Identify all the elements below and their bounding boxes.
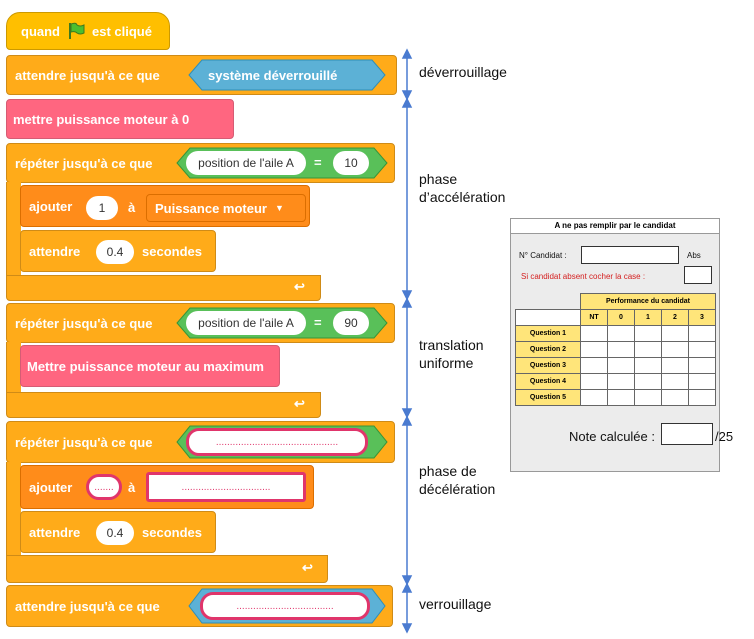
green-flag-icon	[67, 22, 85, 40]
target-value-1[interactable]: 10	[333, 151, 369, 175]
note-max: /25	[715, 429, 734, 444]
repeat-3-wall	[6, 462, 21, 558]
col-header: NT	[580, 309, 608, 326]
wing-position-reporter-2[interactable]: position de l'aile A	[186, 311, 306, 335]
loop-arrow-icon: ↩	[302, 560, 313, 575]
col-header: 2	[661, 309, 689, 326]
phase-label-deceleration: phase de décélération	[419, 463, 496, 497]
to-label-1: à	[128, 200, 136, 215]
blank-lock-slot[interactable]: ...................................	[200, 592, 370, 620]
wait-until-label: attendre jusqu'à ce que	[15, 67, 160, 83]
phase-label-unlock: déverrouillage	[419, 64, 507, 80]
equals-operator-2: =	[314, 315, 322, 330]
row-header: Question 4	[515, 373, 581, 390]
col-header: 3	[688, 309, 716, 326]
grading-form: A ne pas remplir par le candidat N° Cand…	[510, 218, 733, 472]
seconds-label-3: secondes	[142, 525, 202, 540]
system-unlocked-condition[interactable]: système déverrouillé	[188, 59, 386, 91]
table-row: Question 4	[515, 373, 716, 390]
when-flag-clicked-block[interactable]: quand est cliqué	[6, 12, 170, 50]
to-label-3: à	[128, 480, 136, 495]
repeat-2-bottom	[6, 392, 321, 418]
equals-operator-1: =	[314, 155, 322, 170]
abs-label: Abs	[687, 251, 701, 260]
repeat-2-wall	[6, 342, 21, 394]
repeat-1-bottom	[6, 275, 321, 301]
phase-label-uniform: translation uniforme	[419, 337, 484, 371]
candidate-number-field[interactable]	[581, 246, 679, 264]
chevron-down-icon: ▼	[275, 203, 284, 213]
candidate-number-label: N° Candidat :	[519, 251, 567, 260]
max-motor-power-block[interactable]: Mettre puissance moteur au maximum	[20, 345, 280, 387]
row-header: Question 3	[515, 357, 581, 374]
absent-checkbox[interactable]	[684, 266, 712, 284]
col-header: 1	[634, 309, 662, 326]
change-amount-1[interactable]: 1	[86, 196, 118, 220]
note-field[interactable]	[661, 423, 713, 445]
repeat-1-wall	[6, 182, 21, 278]
set-motor-power-block[interactable]: mettre puissance moteur à 0	[6, 99, 234, 139]
table-row: Question 1	[515, 325, 716, 342]
target-value-2[interactable]: 90	[333, 311, 369, 335]
seconds-label-1: secondes	[142, 244, 202, 259]
row-header: Question 2	[515, 341, 581, 358]
repeat-3-bottom	[6, 555, 328, 583]
clicked-label: est cliqué	[92, 23, 152, 39]
blank-amount-slot[interactable]: .......	[86, 474, 122, 500]
when-label: quand	[21, 23, 60, 39]
performance-table: Performance du candidat NT 0 1 2 3 Quest…	[515, 293, 716, 406]
col-header: 0	[607, 309, 635, 326]
phase-arrows	[401, 48, 413, 634]
table-row: Question 3	[515, 357, 716, 374]
loop-arrow-icon: ↩	[294, 396, 305, 411]
loop-arrow-icon: ↩	[294, 279, 305, 294]
row-header: Question 5	[515, 389, 581, 406]
table-row: Question 2	[515, 341, 716, 358]
phase-label-lock: verrouillage	[419, 596, 492, 612]
wait-duration-1[interactable]: 0.4	[96, 240, 134, 264]
phase-label-acceleration: phase d’accélération	[419, 171, 506, 205]
table-row: Question 5	[515, 389, 716, 406]
wait-duration-3[interactable]: 0.4	[96, 521, 134, 545]
blank-condition-slot[interactable]: ........................................…	[186, 428, 368, 456]
wing-position-reporter-1[interactable]: position de l'aile A	[186, 151, 306, 175]
variable-dropdown[interactable]: Puissance moteur ▼	[146, 194, 306, 222]
performance-title: Performance du candidat	[580, 293, 716, 310]
row-header: Question 1	[515, 325, 581, 342]
form-header: A ne pas remplir par le candidat	[511, 219, 719, 234]
absent-note: Si candidat absent cocher la case :	[521, 272, 646, 281]
note-label: Note calculée :	[569, 429, 655, 444]
blank-variable-slot[interactable]: ................................	[146, 472, 306, 502]
